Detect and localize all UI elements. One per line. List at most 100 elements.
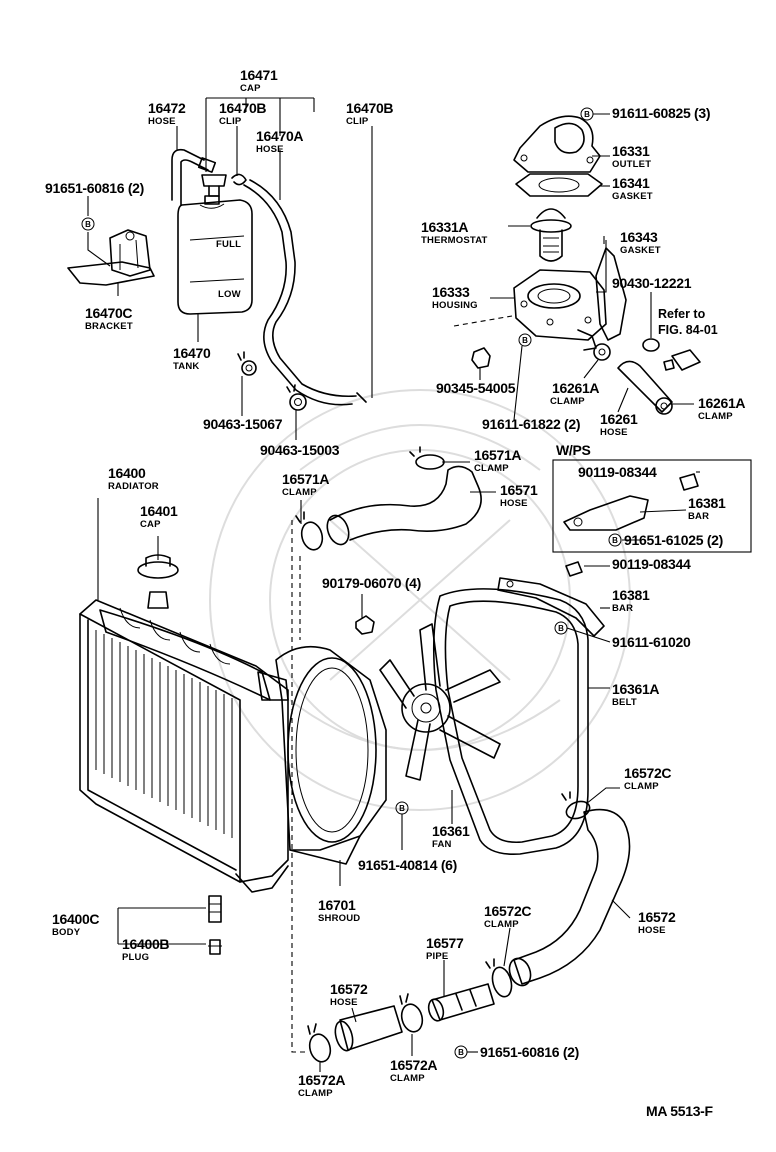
label-16571a-left-name: CLAMP: [282, 487, 317, 498]
label-16401-number: 16401: [140, 503, 178, 519]
label-16261a-a-name: CLAMP: [550, 396, 585, 407]
bar-16381-drawing: [497, 577, 605, 637]
label-90463-15003: 90463-15003: [260, 442, 340, 458]
clamp-16572a-right-drawing: [399, 993, 424, 1033]
label-16470b-a-number: 16470B: [219, 100, 266, 116]
label-16401-name: CAP: [140, 519, 161, 530]
label-91611-61020: 91611-61020: [612, 634, 691, 650]
label-90119-08344-wps: 90119-08344: [578, 464, 657, 480]
gasket-16341-drawing: [515, 173, 603, 197]
bolt-symbol: B: [85, 220, 91, 229]
label-16701-number: 16701: [318, 897, 356, 913]
label-16572-left-number: 16572: [330, 981, 368, 997]
label-16572c-mid-name: CLAMP: [484, 919, 519, 930]
label-16261a-a-number: 16261A: [552, 380, 599, 396]
wps-box: [552, 459, 752, 553]
label-16331-name: OUTLET: [612, 159, 651, 170]
label-16572a-left-number: 16572A: [298, 1072, 345, 1088]
clamp-16261a-drawing-a: [593, 343, 611, 361]
body-16400c-drawing: [208, 895, 222, 923]
label-16572c-top-number: 16572C: [624, 765, 671, 781]
label-16381-number: 16381: [612, 587, 650, 603]
label-16331a-number: 16331A: [421, 219, 468, 235]
label-16470-number: 16470: [173, 345, 211, 361]
label-16577-name: PIPE: [426, 951, 448, 962]
label-16471-number: 16471: [240, 67, 278, 83]
label-16261-number: 16261: [600, 411, 638, 427]
label-16472-number: 16472: [148, 100, 186, 116]
label-16400c-number: 16400C: [52, 911, 99, 927]
tank-low-mark: LOW: [218, 289, 241, 300]
tank-16470-drawing: FULL LOW: [177, 195, 253, 315]
clamp-16261a-drawing-b: [655, 397, 673, 415]
plug-16400b-drawing: [208, 939, 222, 955]
label-16572-right-number: 16572: [638, 909, 676, 925]
label-90463-15067: 90463-15067: [203, 416, 283, 432]
label-91651-60816-bottom: 91651-60816 (2): [480, 1044, 579, 1060]
clamp-90463-15003-drawing: [286, 384, 307, 411]
label-16333-name: HOUSING: [432, 300, 478, 311]
bolt-symbol-letters: B B B B B B B: [85, 110, 618, 1057]
label-16261a-b-name: CLAMP: [698, 411, 733, 422]
label-90119-08344: 90119-08344: [612, 556, 691, 572]
label-16571a-top-number: 16571A: [474, 447, 521, 463]
clamp-16572a-left-drawing: [307, 1023, 332, 1063]
bolt-symbol: B: [612, 536, 618, 545]
part-90430-12221-drawing: [642, 338, 660, 352]
label-16331a-name: THERMOSTAT: [421, 235, 488, 246]
bolt-symbol: B: [458, 1048, 464, 1057]
clamp-16572c-mid-drawing: [485, 958, 513, 998]
clamp-16572c-top-drawing: [561, 791, 591, 820]
label-16331-number: 16331: [612, 143, 650, 159]
label-91611-61822: 91611-61822 (2): [482, 416, 580, 432]
label-91651-61025: 91651-61025 (2): [624, 532, 723, 548]
label-16400-name: RADIATOR: [108, 481, 159, 492]
radiator-16400-drawing: [79, 591, 289, 893]
label-16472-name: HOSE: [148, 116, 176, 127]
label-16470c-number: 16470C: [85, 305, 132, 321]
refer-line2: FIG. 84-01: [658, 323, 718, 337]
refer-line1: Refer to: [658, 307, 706, 321]
label-16572a-left-name: CLAMP: [298, 1088, 333, 1099]
label-16572-left-name: HOSE: [330, 997, 358, 1008]
label-16343-name: GASKET: [620, 245, 661, 256]
label-90430-12221: 90430-12221: [612, 275, 692, 291]
label-16381-name: BAR: [612, 603, 633, 614]
label-90179-06070: 90179-06070 (4): [322, 575, 421, 591]
label-16571-number: 16571: [500, 482, 538, 498]
hose-16571-drawing: [326, 465, 482, 546]
label-91651-60816-top: 91651-60816 (2): [45, 180, 144, 196]
label-16470-name: TANK: [173, 361, 199, 372]
label-16361a-name: BELT: [612, 697, 637, 708]
label-16470c-name: BRACKET: [85, 321, 133, 332]
label-16400-number: 16400: [108, 465, 146, 481]
label-16470b-a-name: CLIP: [219, 116, 242, 127]
tank-full-mark: FULL: [216, 239, 241, 250]
hose-16261-drawing: [617, 360, 673, 413]
label-16261-name: HOSE: [600, 427, 628, 438]
label-16471-name: CAP: [240, 83, 261, 94]
label-16343-number: 16343: [620, 229, 658, 245]
label-16381-wps-name: BAR: [688, 511, 709, 522]
label-16572a-right-number: 16572A: [390, 1057, 437, 1073]
label-16341-name: GASKET: [612, 191, 653, 202]
label-90345-54005: 90345-54005: [436, 380, 516, 396]
clamp-90463-15067-drawing: [237, 351, 257, 376]
nut-90179-06070-drawing: [355, 615, 375, 635]
thermostat-16331a-drawing: [530, 208, 572, 262]
label-16470a-name: HOSE: [256, 144, 284, 155]
hose-16470a-drawing: [243, 179, 367, 406]
fan-16361-drawing: [379, 623, 501, 781]
outlet-16331-drawing: [513, 115, 601, 173]
label-16572-right-name: HOSE: [638, 925, 666, 936]
nut-90345-54005-drawing: [471, 347, 491, 369]
clip-16470b-drawing: [231, 173, 247, 186]
figure-code: MA 5513-F: [646, 1103, 714, 1119]
label-91611-60825: 91611-60825 (3): [612, 105, 710, 121]
label-16470b-b-number: 16470B: [346, 100, 393, 116]
shroud-16701-drawing: [275, 645, 387, 865]
label-91651-40814: 91651-40814 (6): [358, 857, 457, 873]
bolt-symbol: B: [399, 804, 405, 813]
label-16361-number: 16361: [432, 823, 470, 839]
label-16400c-name: BODY: [52, 927, 81, 938]
